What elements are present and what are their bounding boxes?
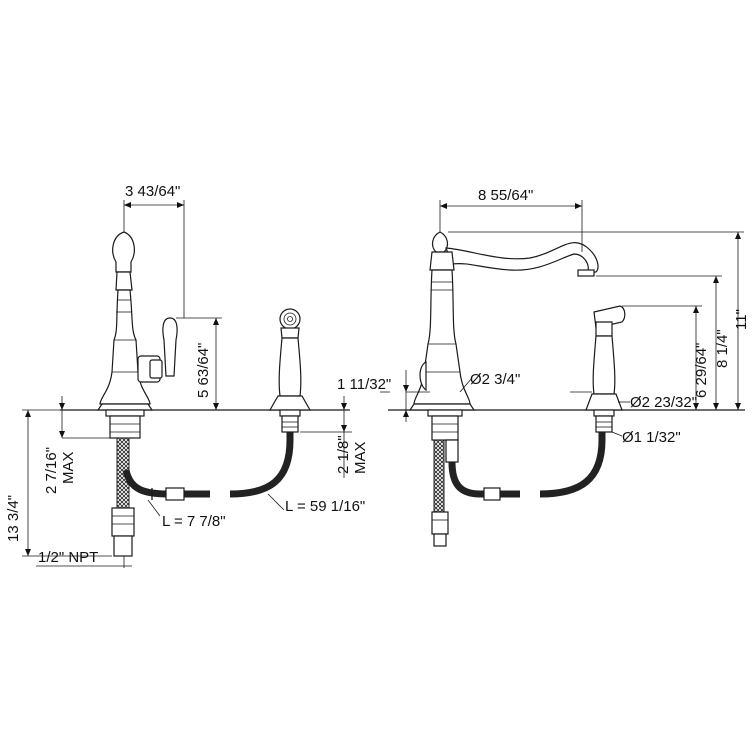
dim-spout-height [596,275,722,410]
label-hose-sprayer: L = 59 1/16" [285,498,365,515]
dim-overall-depth [22,409,112,557]
label-lever-height: 5 63/64" [195,343,212,398]
faucet-body-front [96,231,178,411]
label-sprayer-diameter: Ø2 23/32" [630,394,697,411]
label-faucet-diameter: Ø2 3/4" [470,371,520,388]
supply-assembly-front [105,409,294,557]
label-overall-depth: 13 3/4" [5,495,22,542]
label-deck-max-word-front: MAX [60,451,77,484]
label-base-height: 1 11/32" [337,376,391,393]
dim-overall-height [448,231,744,410]
dim-sprayer-deck-thickness [300,396,352,478]
dim-spout-reach-front [123,200,185,318]
label-spout-reach-side: 8 55/64" [478,187,533,204]
label-spout-height: 8 1/4" [714,329,731,368]
dim-base-height [403,370,430,422]
label-sprayer-max-word: MAX [352,441,369,474]
label-npt: 1/2" NPT [38,549,98,566]
label-sprayer-deck-thickness: 2 1/8" [335,435,352,474]
sprayer-front [268,308,312,433]
dim-lever-height [176,317,222,410]
dim-npt [36,556,132,568]
label-sprayer-height: 6 29/64" [693,343,710,398]
label-hole-diameter: Ø1 1/32" [622,429,681,446]
supply-assembly-side [427,409,606,547]
label-overall-height: 11" [733,309,750,330]
dim-sprayer-height [622,305,702,410]
front-view: 3 43/64" 5 63/64" 13 3/4" 2 7/16" MAX 2 … [5,183,369,568]
label-deck-thickness-front: 2 7/16" [43,447,60,494]
label-spout-reach-front: 3 43/64" [125,183,180,200]
label-hose-faucet: L = 7 7/8" [162,513,226,530]
leader-faucet-diameter [459,377,473,393]
side-view: 8 55/64" 11" 8 1/4" 6 29/64" 1 11/32" Ø2… [337,187,750,547]
leader-hose-faucet [147,499,161,517]
faucet-body-side [408,231,599,411]
leader-hole-diameter [611,431,623,437]
dim-spout-reach-side [439,200,583,252]
leader-hose-sprayer [267,493,285,511]
sprayer-side [585,305,626,433]
dim-deck-thickness-front [59,396,110,439]
